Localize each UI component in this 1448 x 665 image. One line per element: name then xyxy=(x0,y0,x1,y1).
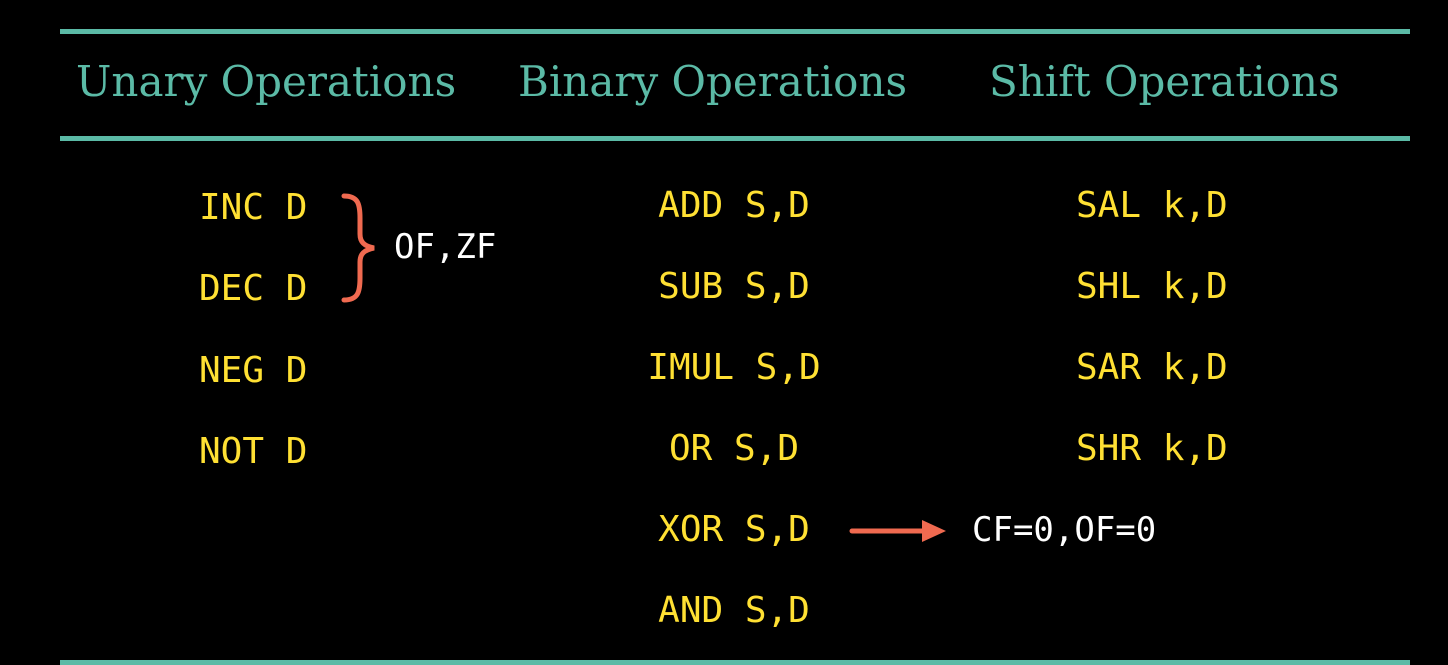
top-rule xyxy=(60,29,1410,34)
header-shift: Shift Operations xyxy=(989,57,1340,106)
instr-not: NOT D xyxy=(199,431,308,472)
arrow-right-icon xyxy=(849,520,946,542)
bottom-rule xyxy=(60,660,1410,665)
brace-icon xyxy=(341,193,375,303)
header-binary: Binary Operations xyxy=(518,57,908,106)
instr-shl: SHL k,D xyxy=(1076,266,1228,307)
clear-flags-note: CF=0,OF=0 xyxy=(972,510,1157,550)
flags-note: OF,ZF xyxy=(394,227,497,267)
instr-sar: SAR k,D xyxy=(1076,347,1228,388)
instr-dec: DEC D xyxy=(199,268,308,309)
instr-shr: SHR k,D xyxy=(1076,428,1228,469)
instr-sal: SAL k,D xyxy=(1076,185,1228,226)
header-unary: Unary Operations xyxy=(76,57,457,106)
header-rule xyxy=(60,136,1410,141)
instr-inc: INC D xyxy=(199,187,308,228)
instr-neg: NEG D xyxy=(199,350,308,391)
